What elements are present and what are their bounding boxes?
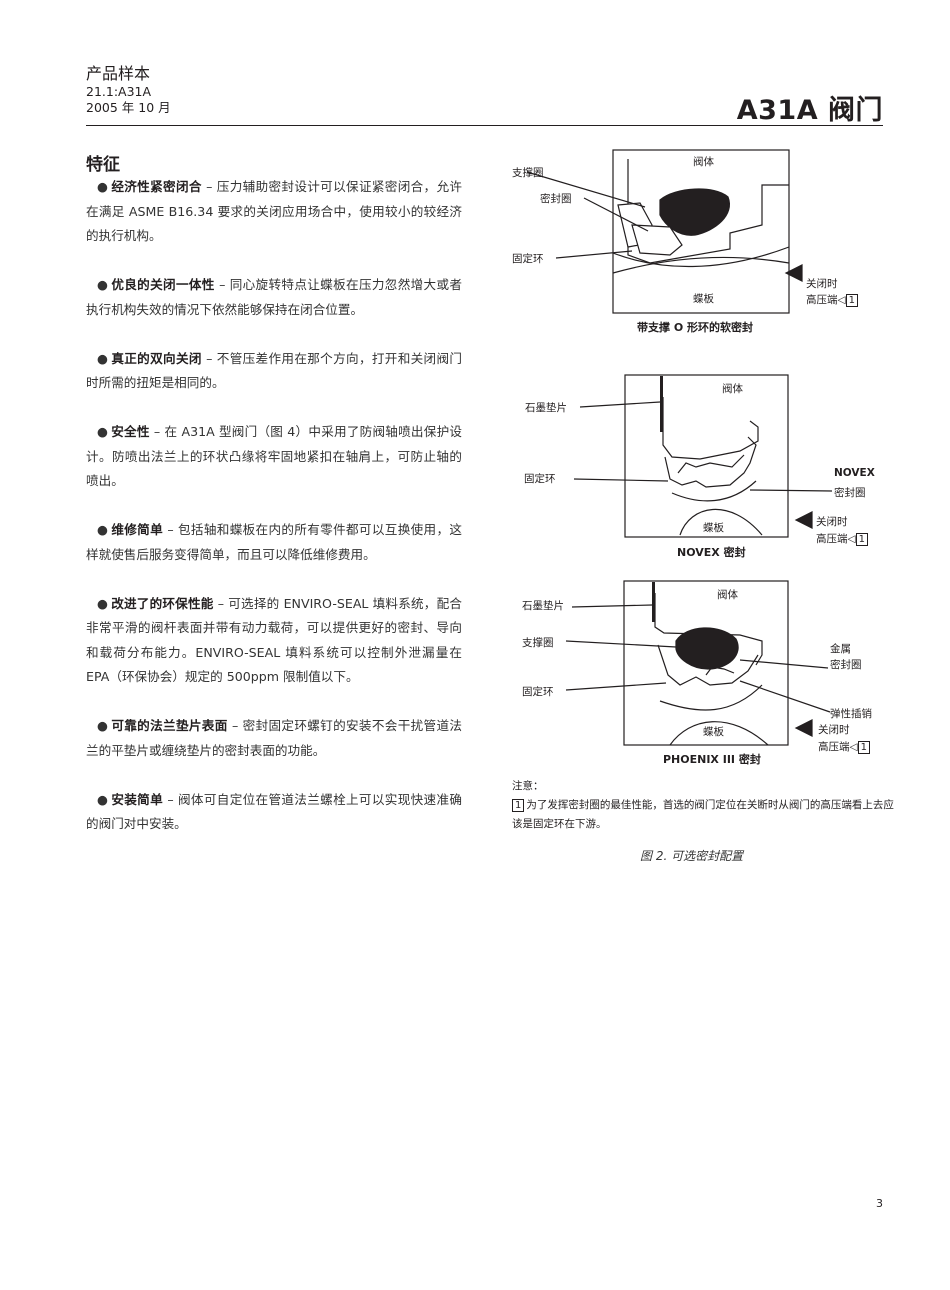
header-meta: 产品样本 21.1:A31A 2005 年 10 月	[86, 64, 171, 116]
feature-item: ●可靠的法兰垫片表面 – 密封固定环螺钉的安装不会干扰管道法兰的平垫片或缠绕垫片…	[86, 714, 462, 763]
bullet-icon: ●	[97, 277, 108, 292]
feature-item: ●改进了的环保性能 – 可选择的 ENVIRO-SEAL 填料系统，配合非常平滑…	[86, 592, 462, 690]
seal-configuration-figure: 阀体 支撑圈 密封圈 固定环 蝶板 关闭时 高压端◁1 带支撑 O 形环的软密封…	[500, 145, 900, 885]
label-valve-body: 阀体	[722, 383, 743, 395]
label-metal: 金属	[830, 643, 851, 655]
feature-item: ●安装简单 – 阀体可自定位在管道法兰螺栓上可以实现快速准确的阀门对中安装。	[86, 788, 462, 837]
label-disc: 蝶板	[703, 522, 724, 534]
page-title: A31A 阀门	[736, 95, 883, 126]
label-graphite-gasket: 石墨垫片	[525, 402, 567, 414]
feature-title: 可靠的法兰垫片表面	[111, 718, 228, 733]
feature-item: ●维修简单 – 包括轴和蝶板在内的所有零件都可以互换使用，这样就使售后服务变得简…	[86, 518, 462, 567]
feature-title: 经济性紧密闭合	[111, 179, 202, 194]
soft-seal-diagram	[526, 149, 803, 314]
novex-seal-diagram	[573, 374, 833, 538]
label-valve-body: 阀体	[717, 589, 738, 601]
feature-title: 安装简单	[111, 791, 164, 807]
header-divider	[86, 125, 883, 126]
bullet-icon: ●	[97, 179, 108, 194]
feature-text: – 阀体可自定位在管道法兰螺栓上可以实现快速准确的阀门对中安装。	[86, 791, 462, 832]
label-closed: 关闭时	[806, 278, 838, 290]
document-date: 2005 年 10 月	[86, 100, 171, 115]
label-closed: 关闭时	[816, 516, 848, 528]
label-high-pressure: 高压端◁1	[818, 739, 872, 754]
caption-phoenix: PHOENIX III 密封	[663, 753, 761, 766]
feature-text: – 压力辅助密封设计可以保证紧密闭合，允许在满足 ASME B16.34 要求的…	[86, 179, 463, 243]
label-high-pressure: 高压端◁1	[806, 292, 860, 307]
label-support-ring: 支撑圈	[522, 637, 554, 649]
bullet-icon: ●	[97, 424, 108, 439]
label-support-ring: 支撑圈	[512, 167, 544, 179]
feature-title: 维修简单	[111, 522, 164, 537]
feature-item: ●安全性 – 在 A31A 型阀门（图 4）中采用了防阀轴喷出保护设计。防喷出法…	[86, 420, 462, 494]
label-disc: 蝶板	[703, 726, 724, 738]
page-number: 3	[876, 1197, 883, 1210]
feature-text: – 同心旋转特点让蝶板在压力忽然增大或者执行机构失效的情况下依然能够保持在闭合位…	[86, 277, 463, 317]
bullet-icon: ●	[97, 718, 108, 733]
bullet-icon: ●	[97, 595, 108, 611]
label-valve-body: 阀体	[693, 156, 714, 168]
note-marker-icon: 1	[512, 799, 525, 812]
figure-title: 图 2. 可选密封配置	[640, 849, 744, 863]
section-title: 特征	[86, 155, 120, 175]
feature-list: ●经济性紧密闭合 – 压力辅助密封设计可以保证紧密闭合，允许在满足 ASME B…	[86, 175, 462, 861]
feature-title: 改进了的环保性能	[111, 595, 214, 611]
label-retainer: 固定环	[512, 253, 544, 265]
label-seal-ring: 密封圈	[540, 193, 572, 205]
bullet-icon: ●	[97, 350, 108, 366]
label-high-pressure: 高压端◁1	[816, 531, 870, 546]
feature-title: 安全性	[111, 424, 150, 439]
document-category: 产品样本	[86, 64, 151, 83]
feature-text: – 密封固定环螺钉的安装不会干扰管道法兰的平垫片或缠绕垫片的密封表面的功能。	[86, 718, 462, 758]
label-seal-ring: 密封圈	[834, 487, 866, 499]
feature-item: ●优良的关闭一体性 – 同心旋转特点让蝶板在压力忽然增大或者执行机构失效的情况下…	[86, 273, 462, 322]
feature-text: – 在 A31A 型阀门（图 4）中采用了防阀轴喷出保护设计。防喷出法兰上的环状…	[86, 424, 462, 488]
bullet-icon: ●	[97, 791, 108, 807]
feature-text: – 包括轴和蝶板在内的所有零件都可以互换使用，这样就使售后服务变得简单，而且可以…	[86, 522, 462, 562]
feature-text: – 可选择的 ENVIRO-SEAL 填料系统，配合非常平滑的阀杆表面并带有动力…	[86, 595, 462, 685]
seal-diagrams	[526, 149, 833, 746]
label-retainer: 固定环	[524, 473, 556, 485]
feature-item: ●真正的双向关闭 – 不管压差作用在那个方向，打开和关闭阀门时所需的扭矩是相同的…	[86, 347, 462, 396]
label-seal-ring: 密封圈	[830, 659, 862, 671]
phoenix-seal-diagram	[565, 580, 831, 746]
feature-title: 真正的双向关闭	[111, 350, 202, 366]
label-closed: 关闭时	[818, 724, 850, 736]
bullet-icon: ●	[97, 522, 108, 537]
caption-soft-seal: 带支撑 O 形环的软密封	[637, 321, 754, 334]
label-retainer: 固定环	[522, 686, 554, 698]
feature-text: – 不管压差作用在那个方向，打开和关闭阀门时所需的扭矩是相同的。	[86, 350, 463, 391]
note-label: 注意：	[512, 780, 544, 792]
label-graphite-gasket: 石墨垫片	[522, 600, 564, 612]
feature-item: ●经济性紧密闭合 – 压力辅助密封设计可以保证紧密闭合，允许在满足 ASME B…	[86, 175, 462, 249]
label-elastic-pin: 弹性插销	[830, 708, 872, 720]
label-novex: NOVEX	[834, 467, 875, 479]
document-number: 21.1:A31A	[86, 84, 152, 99]
label-disc: 蝶板	[693, 293, 714, 305]
feature-title: 优良的关闭一体性	[111, 277, 215, 292]
caption-novex: NOVEX 密封	[677, 546, 746, 559]
